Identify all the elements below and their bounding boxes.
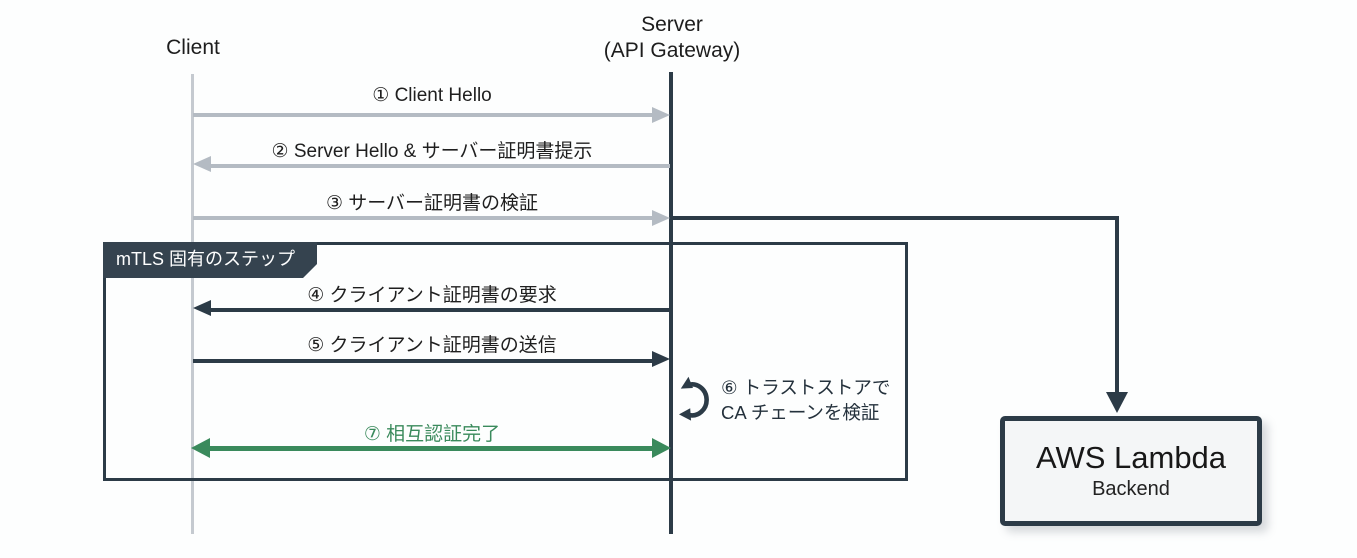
aws-lambda-box: AWS Lambda Backend: [1000, 416, 1262, 526]
arrowhead-left-icon: [191, 438, 210, 458]
message-4-label: ④ クライアント証明書の要求: [307, 285, 557, 306]
arrowhead-left-icon: [193, 300, 211, 316]
message-7-line: [209, 446, 654, 451]
message-2-line: [211, 164, 670, 168]
message-1-line: [193, 113, 652, 117]
server-to-lambda-connector-horizontal: [673, 216, 1119, 220]
message-6-label-line1: ⑥ トラストストアで: [721, 377, 891, 398]
aws-lambda-subtitle: Backend: [1092, 478, 1170, 500]
message-5-label: ⑤ クライアント証明書の送信: [307, 335, 557, 356]
arrowhead-down-icon: [1106, 392, 1128, 413]
arrowhead-right-icon: [652, 210, 670, 226]
mtls-group-label: mTLS 固有のステップ: [103, 242, 317, 278]
actor-server-subtitle: (API Gateway): [603, 39, 741, 62]
message-2-label: ② Server Hello & サーバー証明書提示: [271, 141, 593, 162]
message-7-label: ⑦ 相互認証完了: [363, 424, 501, 445]
arrowhead-right-icon: [652, 351, 670, 367]
arrowhead-right-icon: [652, 107, 670, 123]
message-3-line: [193, 216, 652, 220]
cycle-icon: [678, 376, 709, 421]
arrowhead-left-icon: [193, 156, 211, 172]
client-lifeline: [191, 74, 194, 534]
arrowhead-right-icon: [652, 438, 671, 458]
server-lifeline: [669, 72, 673, 534]
actor-client-label: Client: [166, 36, 220, 59]
message-1-label: ① Client Hello: [372, 85, 492, 106]
actor-server-label: Server (API Gateway): [580, 12, 764, 64]
message-6-label-line2: CA チェーンを検証: [721, 402, 880, 423]
aws-lambda-title: AWS Lambda: [1035, 440, 1227, 475]
message-5-line: [193, 359, 652, 363]
message-4-line: [211, 308, 670, 312]
mtls-group-box: [103, 242, 908, 481]
message-3-label: ③ サーバー証明書の検証: [325, 193, 539, 214]
actor-server-title: Server: [641, 13, 703, 36]
server-to-lambda-connector-vertical: [1115, 216, 1119, 394]
